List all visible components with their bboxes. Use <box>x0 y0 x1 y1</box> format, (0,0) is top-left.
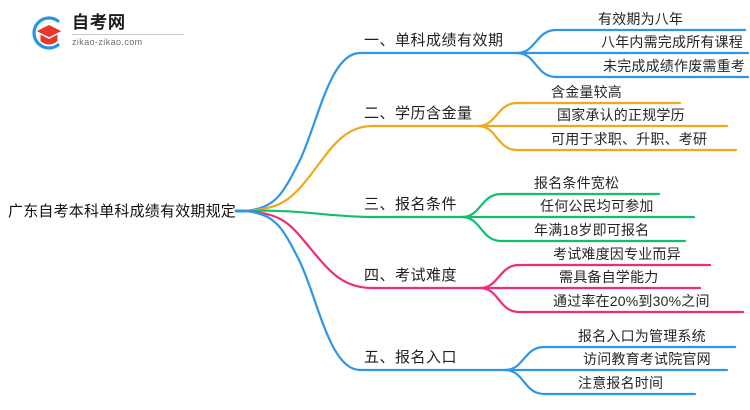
leaf-label-5-2[interactable]: 访问教育考试院官网 <box>583 351 711 367</box>
leaf-label-2-2[interactable]: 国家承认的正规学历 <box>557 107 685 123</box>
leaf-label-4-1[interactable]: 考试难度因专业而异 <box>553 246 681 262</box>
leaf-label-3-1[interactable]: 报名条件宽松 <box>534 175 620 191</box>
branch-label-3[interactable]: 三、报名条件 <box>364 196 458 213</box>
branch-label-1[interactable]: 一、单科成绩有效期 <box>364 32 504 49</box>
graduation-cap-icon <box>28 14 68 52</box>
logo-name: 自考网 <box>72 13 126 32</box>
leaf-label-4-2[interactable]: 需具备自学能力 <box>559 269 659 285</box>
branch-label-5[interactable]: 五、报名入口 <box>364 349 458 366</box>
leaf-label-2-1[interactable]: 含金量较高 <box>551 84 622 100</box>
logo-url: zikao-zikao.com <box>72 37 143 47</box>
site-logo: 自考网 zikao-zikao.com <box>28 12 188 54</box>
leaf-label-1-1[interactable]: 有效期为八年 <box>598 11 684 27</box>
leaf-label-4-3[interactable]: 通过率在20%到30%之间 <box>553 293 710 309</box>
leaf-label-3-2[interactable]: 任何公民均可参加 <box>540 198 654 214</box>
leaf-label-3-3[interactable]: 年满18岁即可报名 <box>534 222 650 238</box>
branch-label-4[interactable]: 四、考试难度 <box>364 267 458 284</box>
root-node-label[interactable]: 广东自考本科单科成绩有效期规定 <box>8 203 237 220</box>
branch-label-2[interactable]: 二、学历含金量 <box>364 105 473 122</box>
logo-divider <box>72 34 184 35</box>
leaf-label-1-2[interactable]: 八年内需完成所有课程 <box>601 34 743 50</box>
leaf-label-5-1[interactable]: 报名入口为管理系统 <box>578 328 706 344</box>
leaf-label-5-3[interactable]: 注意报名时间 <box>578 375 664 391</box>
leaf-label-1-3[interactable]: 未完成成绩作废需重考 <box>603 58 745 74</box>
leaf-label-2-3[interactable]: 可用于求职、升职、考研 <box>551 131 708 147</box>
